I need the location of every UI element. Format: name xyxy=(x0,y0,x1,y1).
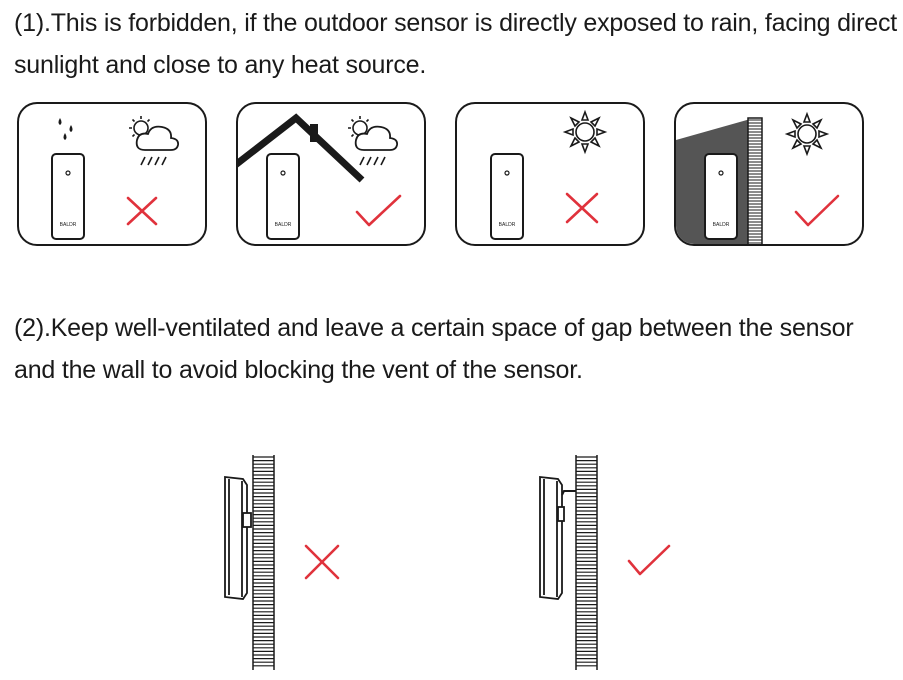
instruction-step-1: (1).This is forbidden, if the outdoor se… xyxy=(14,9,898,79)
sensor-device-icon: BALDR xyxy=(704,153,738,240)
mounting-bracket xyxy=(561,490,576,496)
check-icon xyxy=(355,194,402,227)
mounting-flush-figure xyxy=(215,455,345,675)
sensor-brand-label: BALDR xyxy=(60,222,77,228)
instruction-step-2: (2).Keep well-ventilated and leave a cer… xyxy=(14,314,854,384)
sensor-side-view-icon xyxy=(224,475,252,600)
sun-cloud-rain-icon xyxy=(348,116,399,166)
sensor-device-icon: BALDR xyxy=(490,153,524,240)
sensor-device-icon: BALDR xyxy=(51,153,85,240)
sun-cloud-rain-icon xyxy=(129,116,180,166)
cross-icon xyxy=(304,544,340,580)
roof-icon xyxy=(238,113,365,183)
check-icon xyxy=(794,194,840,227)
sun-icon xyxy=(562,109,608,155)
rain-drops-icon xyxy=(58,118,73,140)
scene-rain-exposed-panel: BALDR xyxy=(17,102,207,246)
mounting-gap-figure xyxy=(530,455,680,675)
sensor-device-icon: BALDR xyxy=(266,153,300,240)
sensor-side-view-icon xyxy=(539,475,565,600)
wall-icon xyxy=(747,117,763,244)
check-icon xyxy=(627,544,671,576)
sensor-brand-label: BALDR xyxy=(499,222,516,228)
cross-icon xyxy=(565,192,599,224)
scene-shaded-by-wall-panel: BALDR xyxy=(674,102,864,246)
wall-icon xyxy=(575,455,598,670)
scene-direct-sun-panel: BALDR xyxy=(455,102,645,246)
scene-under-roof-panel: BALDR xyxy=(236,102,426,246)
sensor-brand-label: BALDR xyxy=(713,222,730,228)
wall-icon xyxy=(252,455,275,670)
cross-icon xyxy=(126,196,158,226)
sensor-brand-label: BALDR xyxy=(275,222,292,228)
sun-icon xyxy=(784,111,830,157)
